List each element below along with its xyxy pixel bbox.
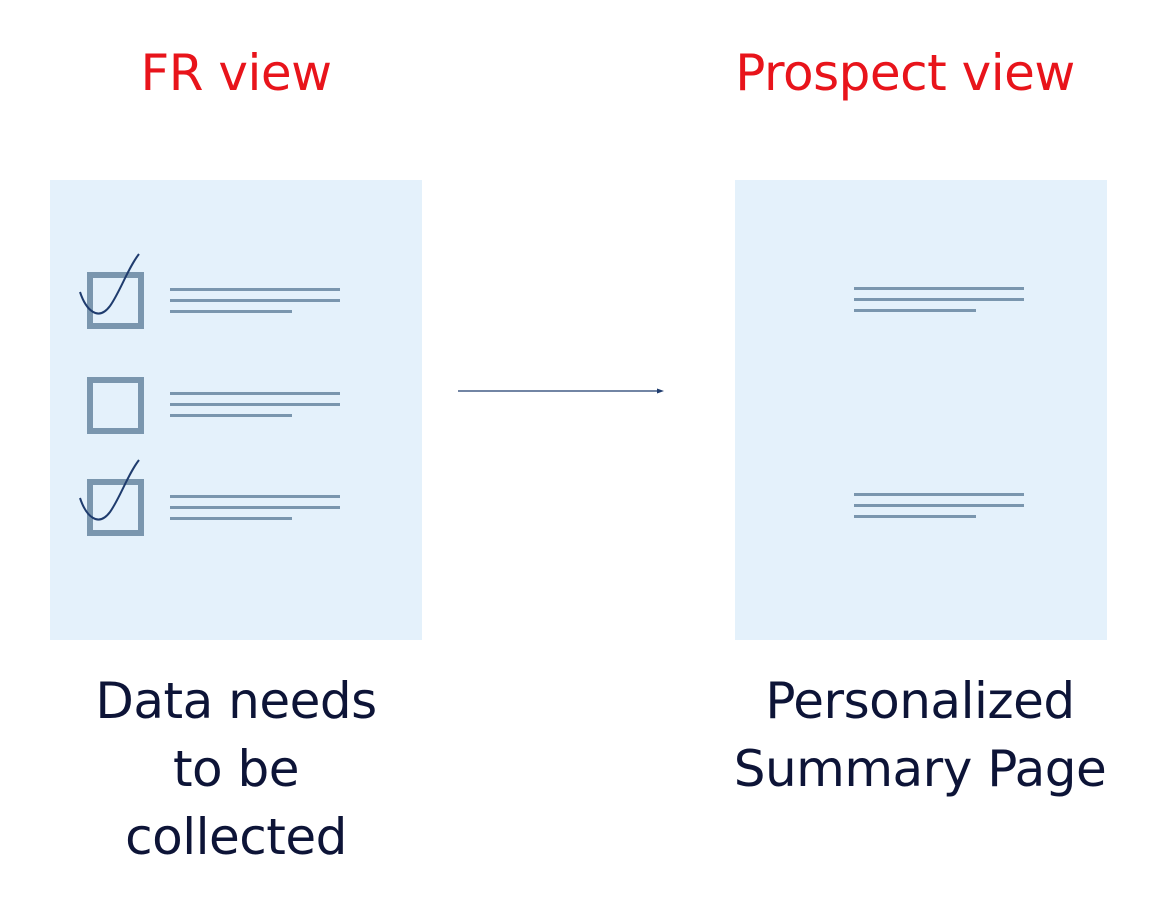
caption-line: to be — [172, 740, 300, 798]
fr-view-panel — [50, 180, 422, 640]
caption-line: collected — [125, 808, 347, 866]
prospect-view-heading: Prospect view — [735, 44, 1075, 102]
caption-line: Personalized — [765, 672, 1075, 730]
caption-line: Data needs — [95, 672, 377, 730]
checkmark-icon — [79, 253, 140, 315]
arrow-right-icon — [458, 388, 664, 394]
fr-view-heading: FR view — [140, 44, 332, 102]
caption-line: Summary Page — [733, 740, 1107, 798]
fr-view-caption: Data needs to be collected — [66, 667, 406, 871]
checkbox-icon — [87, 377, 144, 434]
checkbox-icon — [87, 479, 144, 536]
prospect-view-caption: Personalized Summary Page — [700, 667, 1140, 803]
checkbox-icon — [87, 272, 144, 329]
prospect-view-panel — [735, 180, 1107, 640]
checkmark-icon — [79, 459, 140, 521]
